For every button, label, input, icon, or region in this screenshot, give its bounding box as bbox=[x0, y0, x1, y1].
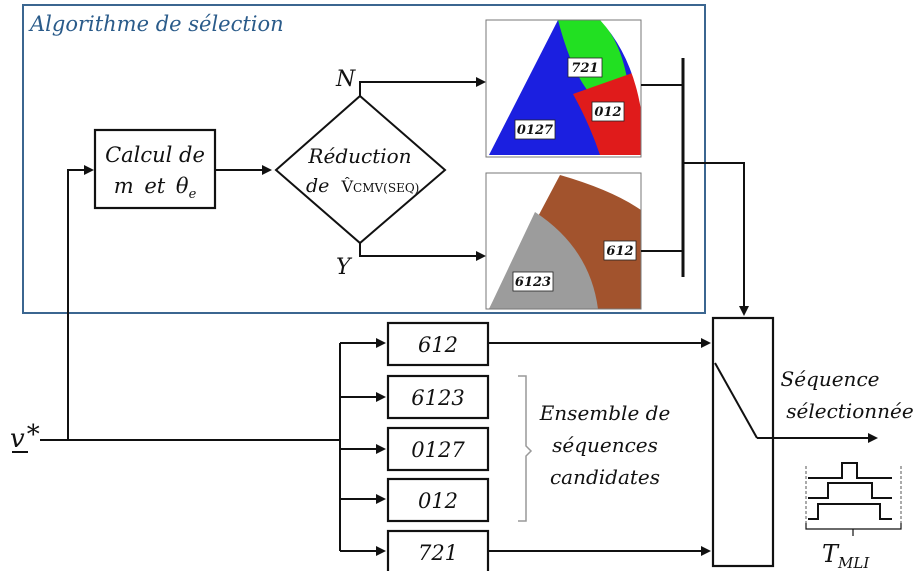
decision-line1: Réduction bbox=[307, 144, 411, 168]
sequence-721: 721 bbox=[340, 529, 711, 571]
calc-box bbox=[93, 128, 217, 210]
sequence-6123: 6123 bbox=[340, 374, 490, 420]
svg-text:012: 012 bbox=[594, 105, 621, 120]
svg-text:612: 612 bbox=[418, 333, 458, 357]
candidates-brace bbox=[518, 375, 533, 522]
algorithm-title: Algorithme de sélection bbox=[28, 12, 284, 36]
merge-to-switch bbox=[683, 162, 749, 316]
calc-box-line1: Calcul de bbox=[105, 143, 205, 167]
region-label-612: 612 bbox=[603, 240, 637, 261]
svg-text:012: 012 bbox=[418, 489, 458, 513]
svg-text:6123: 6123 bbox=[411, 386, 464, 410]
branch-y-label: Y bbox=[336, 255, 353, 280]
pwm-period-label: TMLI bbox=[822, 540, 870, 571]
region-map-n-frame bbox=[485, 19, 642, 158]
output-line2: sélectionnée bbox=[786, 399, 913, 423]
region-label-721: 721 bbox=[567, 57, 603, 78]
candidates-line1: Ensemble de bbox=[539, 401, 671, 425]
sequence-0127: 0127 bbox=[340, 426, 490, 472]
branch-n-label: N bbox=[335, 67, 356, 92]
candidates-line2: séquences bbox=[552, 433, 658, 457]
output-line1: Séquence bbox=[781, 367, 880, 391]
svg-text:721: 721 bbox=[571, 61, 598, 76]
region-label-012: 012 bbox=[591, 101, 625, 122]
input-label: v* bbox=[10, 420, 40, 454]
decision-line2: de V̂CMV(SEQ) bbox=[306, 175, 419, 197]
region-label-6123: 6123 bbox=[512, 271, 554, 292]
candidates-line3: candidates bbox=[550, 465, 660, 489]
svg-text:0127: 0127 bbox=[517, 123, 553, 138]
region-map-n bbox=[486, 20, 641, 157]
svg-text:612: 612 bbox=[606, 244, 633, 259]
selector-switch bbox=[711, 316, 775, 568]
sequence-012: 012 bbox=[340, 477, 490, 523]
algorithm-frame bbox=[22, 4, 706, 314]
svg-text:721: 721 bbox=[418, 541, 458, 565]
calc-box-line2: m et θe bbox=[114, 174, 197, 202]
region-label-0127: 0127 bbox=[514, 119, 556, 140]
branch-y-wire bbox=[359, 243, 486, 261]
sequence-612: 612 bbox=[340, 321, 711, 367]
decision-diamond bbox=[274, 94, 447, 245]
region-map-y-frame bbox=[485, 172, 642, 310]
svg-text:0127: 0127 bbox=[411, 438, 465, 462]
pwm-waveform bbox=[805, 462, 902, 536]
switch-contact bbox=[714, 362, 758, 439]
input-to-calc bbox=[67, 165, 94, 440]
branch-n-wire bbox=[359, 77, 486, 96]
svg-text:6123: 6123 bbox=[515, 275, 551, 290]
